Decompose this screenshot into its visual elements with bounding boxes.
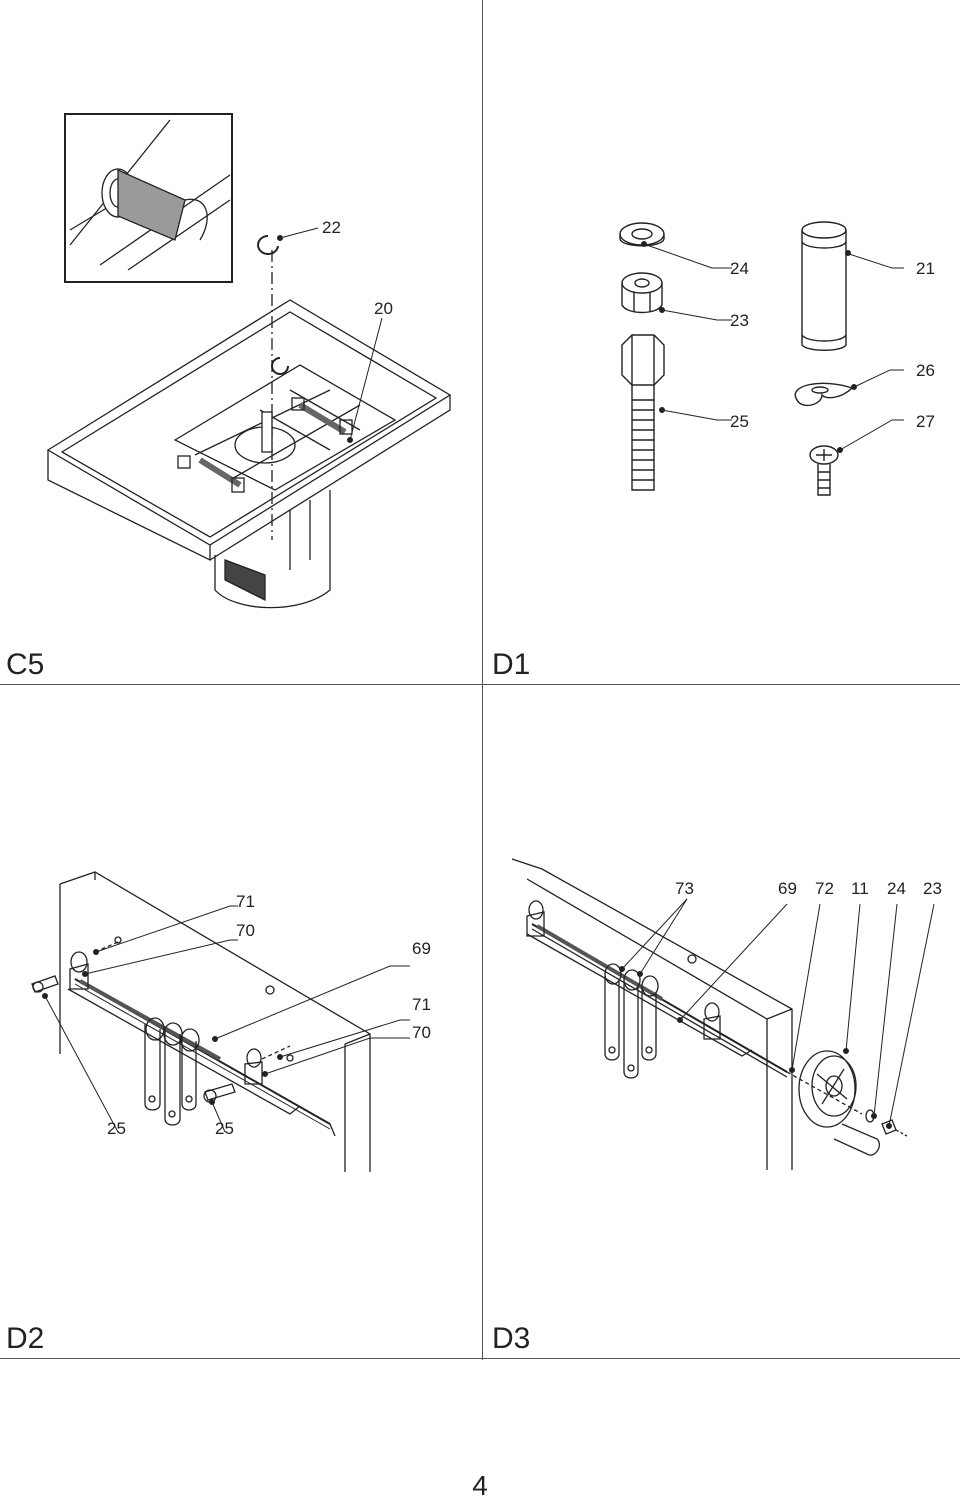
d2-bracket-left [69,951,89,990]
d3-callout-69: 69 [778,879,797,898]
vertical-divider [482,0,483,1360]
d3-callout-24: 24 [887,879,906,898]
d1-callout-23: 23 [730,311,749,330]
d2-callout-71b: 71 [412,995,431,1014]
d2-callout-25b: 25 [215,1119,234,1138]
figure-label-d1: D1 [492,648,531,681]
d3-rod [531,923,788,1078]
d3-levers [604,963,659,1079]
figure-d1: 24 21 23 26 25 27 D1 [482,0,960,684]
d3-callout-73: 73 [675,879,694,898]
c5-callout-20: 20 [374,299,393,318]
c5-inset-frame [64,113,233,283]
d1-bolt [621,334,665,491]
c5-leaders [277,227,383,443]
c5-motor [214,490,331,609]
d3-bracket-bar [526,933,753,1057]
figure-label-d3: D3 [492,1322,531,1355]
d1-callout-26: 26 [916,361,935,380]
d2-callout-70b: 70 [412,1023,431,1042]
d2-bracket-bar [67,988,301,1115]
d3-handwheel [798,1050,881,1156]
d2-callout-25a: 25 [107,1119,126,1138]
horizontal-divider-bottom [0,1358,960,1359]
figure-d2: 71 70 69 71 70 25 25 D2 [0,684,482,1358]
d3-callout-11: 11 [851,879,869,898]
d2-rod [74,978,331,1130]
c5-drawing [46,113,452,609]
d3-nut [881,1119,908,1137]
d1-callout-24: 24 [730,259,749,278]
d1-leaders [641,241,904,453]
d2-callout-69: 69 [412,939,431,958]
d3-leaders [619,898,935,1129]
d2-callout-70: 70 [236,921,255,940]
d3-panel-edge [511,858,793,1170]
d1-drawing [619,221,904,496]
figure-label-d2: D2 [6,1322,45,1355]
d3-callout-72: 72 [815,879,834,898]
d2-screw-left [31,975,59,993]
d1-callout-25: 25 [730,412,749,431]
d3-bracket-left [526,900,545,937]
figure-label-c5: C5 [6,648,45,681]
d1-nut [621,272,663,314]
d3-bracket-right [703,1002,721,1040]
figure-c5: 22 20 C5 [0,0,482,684]
c5-callout-22: 22 [322,218,341,237]
page-number: 4 [472,1470,488,1501]
d1-callout-27: 27 [916,412,935,431]
d1-screw [809,445,839,496]
c5-inset-detail [69,119,231,271]
d1-pin [801,221,847,351]
d2-panel-edge [59,871,371,1172]
d2-bracket-right [244,1048,263,1085]
c5-tray [46,299,452,562]
d2-levers [144,1017,200,1126]
d1-eclip [794,382,854,407]
d3-callout-23: 23 [923,879,942,898]
d1-callout-21: 21 [916,259,935,278]
horizontal-divider-top [0,684,960,685]
figure-d3: 73 69 72 11 24 23 D3 [482,684,960,1358]
d2-screw-right [203,1083,236,1103]
c5-eclip-top [257,235,279,255]
d2-callout-71: 71 [236,892,255,911]
d3-drawing [511,858,935,1170]
d2-drawing [31,871,410,1172]
d2-leaders [42,905,410,1133]
